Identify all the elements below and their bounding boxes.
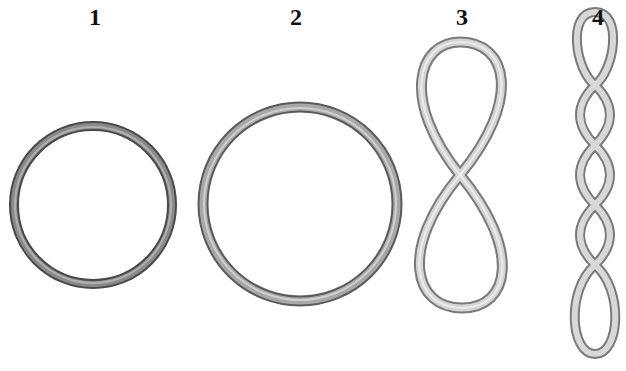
figure-number: 1 [89,4,101,30]
twisted-ring [575,12,616,354]
figure-number: 4 [592,4,604,30]
figure-number: 3 [456,4,468,30]
large-circular-ring [203,107,397,301]
figure-eight-ring [419,42,502,308]
small-circular-ring [14,126,172,284]
figure-number: 2 [290,4,302,30]
